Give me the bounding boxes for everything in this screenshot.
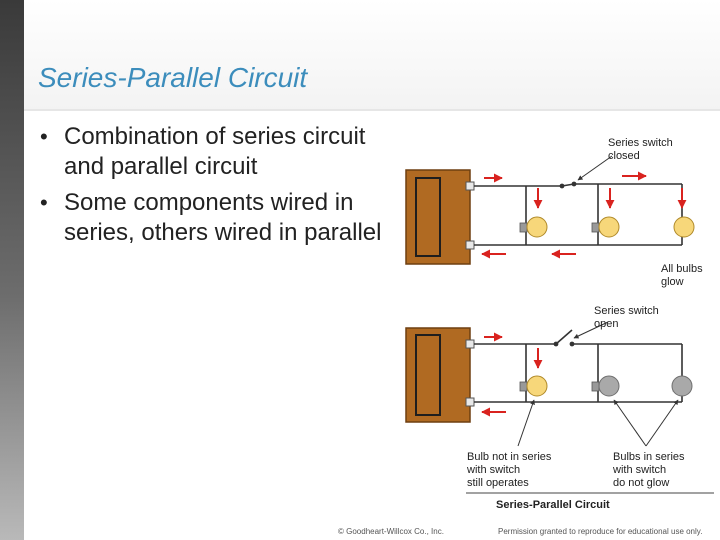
bulb-off-icon — [671, 375, 693, 397]
copyright-notice: © Goodheart-Willcox Co., Inc. — [338, 527, 444, 536]
label-pointers — [517, 399, 679, 447]
title-divider — [24, 109, 720, 111]
diagram-caption: Series-Parallel Circuit — [496, 499, 610, 511]
bottom-right-label-line3: do not glow — [613, 477, 669, 489]
bottom-left-label-line2: with switch — [466, 464, 520, 476]
top-switch-pointer — [577, 155, 613, 181]
top-series-switch — [559, 181, 577, 189]
bottom-bulbs — [519, 375, 693, 397]
bulb-on-icon — [673, 216, 695, 238]
top-switch-label-line1: Series switch — [608, 137, 673, 149]
top-bulbs-label-line1: All bulbs — [661, 263, 703, 275]
bottom-right-label: Bulbs in series with switch do not glow — [612, 451, 685, 489]
bulb-on-icon — [519, 216, 548, 238]
bullet-marker: • — [40, 124, 48, 149]
slide-title: Series-Parallel Circuit — [38, 62, 308, 93]
permission-notice: Permission granted to reproduce for educ… — [498, 527, 703, 536]
top-switch-label-line2: closed — [608, 150, 640, 162]
top-bulbs-label: All bulbs glow — [661, 263, 703, 288]
bottom-left-label-line1: Bulb not in series — [467, 451, 552, 463]
bullet-marker: • — [40, 190, 48, 215]
top-bulbs-label-line2: glow — [661, 276, 684, 288]
top-wires — [474, 183, 683, 246]
bottom-battery — [405, 327, 475, 423]
top-switch-label: Series switch closed — [608, 137, 673, 162]
bottom-switch-label: Series switch open — [594, 305, 659, 330]
bottom-switch-pointer — [573, 321, 609, 339]
top-battery — [405, 169, 475, 265]
bottom-left-label: Bulb not in series with switch still ope… — [466, 451, 552, 489]
title-band — [24, 0, 720, 110]
bottom-wires — [474, 343, 683, 403]
bullet-item: • Some components wired in series, other… — [36, 188, 386, 248]
top-circuit: Series switch closed All bulbs glow — [405, 137, 703, 288]
bottom-switch-label-line2: open — [594, 318, 618, 330]
bulb-on-icon — [591, 216, 620, 238]
bottom-right-label-line1: Bulbs in series — [613, 451, 685, 463]
bottom-switch-label-line1: Series switch — [594, 305, 659, 317]
bullet-list: • Combination of series circuit and para… — [36, 122, 386, 254]
bottom-current-arrows — [481, 332, 543, 417]
bottom-left-label-line3: still operates — [467, 477, 529, 489]
top-bulbs — [519, 216, 695, 238]
bulb-off-icon — [591, 375, 620, 397]
bottom-series-switch — [553, 329, 575, 347]
top-current-arrows — [481, 171, 687, 259]
bulb-on-icon — [519, 375, 548, 397]
bottom-right-label-line2: with switch — [612, 464, 666, 476]
bullet-text: Combination of series circuit and parall… — [64, 123, 366, 180]
bullet-text: Some components wired in series, others … — [64, 189, 382, 246]
bottom-circuit: Series switch open Bulb not in series wi… — [405, 305, 693, 489]
side-accent-bar — [0, 0, 24, 540]
bullet-item: • Combination of series circuit and para… — [36, 122, 386, 182]
series-parallel-diagram: Series switch closed All bulbs glow — [405, 137, 714, 511]
